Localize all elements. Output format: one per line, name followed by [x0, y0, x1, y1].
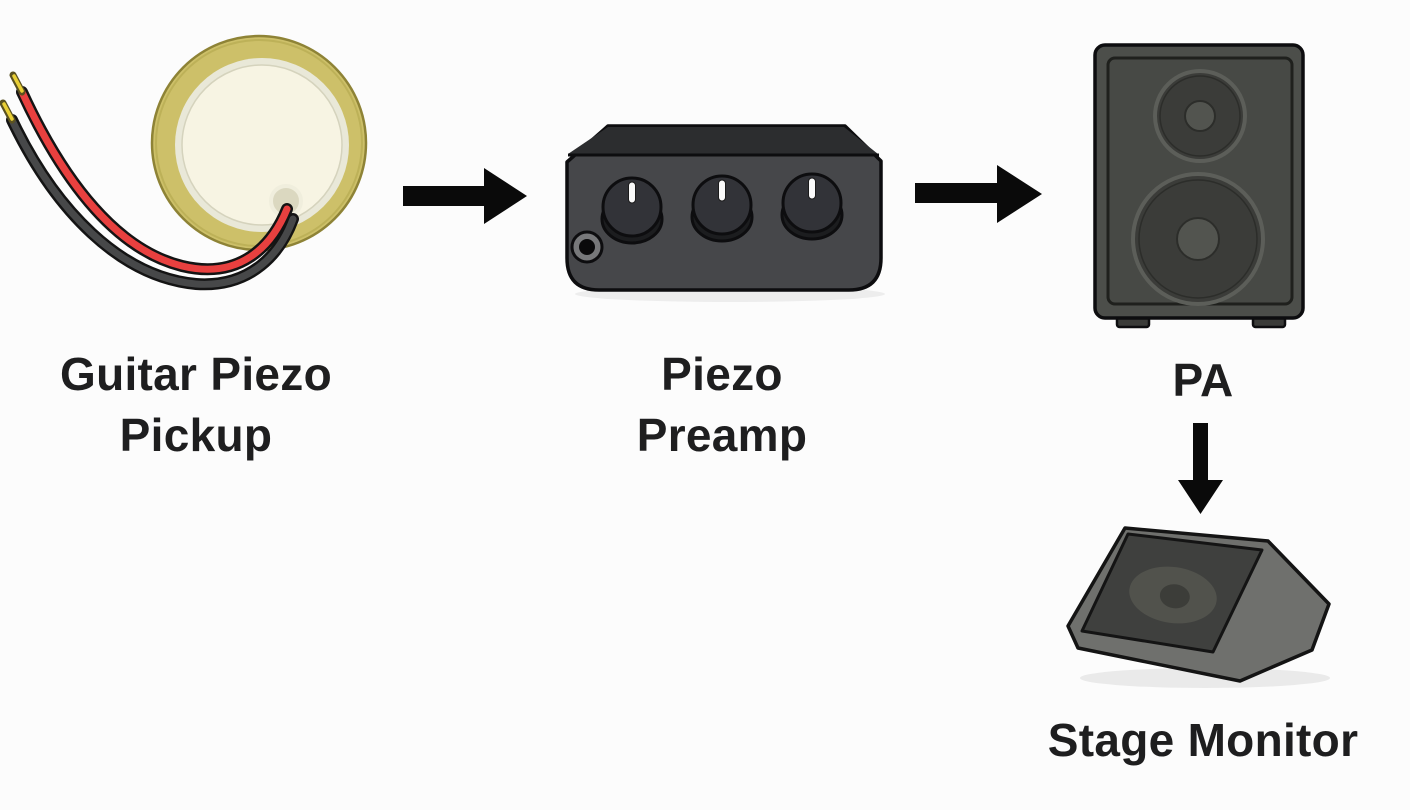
- stage-monitor-illustration: [1066, 526, 1331, 688]
- pa-speaker-illustration: [1093, 43, 1305, 329]
- ceramic-disc: [181, 64, 343, 226]
- knob-1: [600, 176, 664, 245]
- arrow-pickup-to-preamp: [403, 168, 527, 224]
- monitor-driver: [1129, 566, 1217, 624]
- label-guitar-piezo-pickup: Guitar Piezo Pickup: [6, 344, 386, 466]
- arrow-preamp-to-pa: [915, 165, 1042, 223]
- label-stage-monitor: Stage Monitor: [1001, 710, 1405, 771]
- knob-2: [690, 174, 754, 243]
- preamp-illustration: [565, 124, 885, 302]
- label-line: Pickup: [119, 409, 273, 461]
- label-line: Guitar Piezo: [60, 348, 332, 400]
- label-pa: PA: [1103, 350, 1303, 411]
- label-line: PA: [1172, 354, 1234, 406]
- black-wire-bare-tip: [2, 102, 14, 121]
- label-line: Piezo: [661, 348, 783, 400]
- preamp-lid: [568, 127, 878, 154]
- arrow-pa-to-monitor: [1178, 423, 1223, 514]
- tweeter-driver: [1153, 69, 1247, 163]
- knob-3: [780, 172, 844, 241]
- label-piezo-preamp: Piezo Preamp: [532, 344, 912, 466]
- input-jack: [570, 230, 604, 264]
- woofer-driver: [1131, 172, 1265, 306]
- label-line: Stage Monitor: [1047, 714, 1359, 766]
- label-line: Preamp: [636, 409, 808, 461]
- piezo-pickup-illustration: [0, 34, 368, 291]
- red-wire-bare-tip: [12, 74, 24, 93]
